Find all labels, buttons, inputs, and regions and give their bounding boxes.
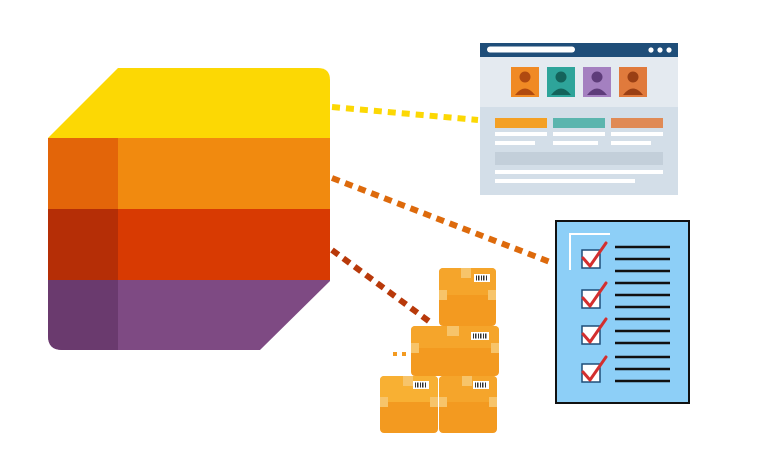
checkmark-icon [581,317,608,344]
text-line [495,170,663,174]
text-line [495,132,547,136]
checklist-item [581,355,670,383]
barcode-icon [473,381,489,389]
box [439,376,497,433]
barcode-icon [471,332,489,340]
box [439,268,496,326]
text-line [611,141,651,145]
checklist-item [581,241,670,273]
window-dot-icon [657,47,663,53]
text-line [611,132,663,136]
connector-orange [330,175,552,265]
webpage-illustration [480,43,678,195]
motion-dash [402,352,406,356]
checklist-item [581,317,670,345]
person-avatar-orange [511,67,539,97]
column-header-coral [611,118,663,128]
column-header-teal [553,118,605,128]
logo-layer-purple-side [48,280,118,350]
checkmark-icon [581,355,608,382]
motion-dash [393,352,397,356]
logo-layer-red-side [48,209,118,280]
box [380,376,438,433]
content-block [495,152,663,165]
person-avatar-teal [547,67,575,97]
checkmark-icon [581,241,608,268]
column-header-orange [495,118,547,128]
window-dot-icon [666,47,672,53]
text-line [495,179,635,183]
person-avatar-coral [619,67,647,97]
browser-address-bar [487,46,575,53]
text-line [495,141,535,145]
window-dot-icon [648,47,654,53]
box [411,326,499,376]
barcode-icon [474,274,490,282]
corner-mark [569,233,610,270]
logo-layer-yellow [48,68,330,138]
barcode-icon [413,381,429,389]
lists-logo [48,68,330,350]
person-avatar-purple [583,67,611,97]
boxes-illustration [380,268,499,433]
checklist-illustration [555,220,690,404]
logo-layer-orange-side [48,138,118,209]
text-line [553,132,605,136]
text-line [553,141,598,145]
connector-yellow [331,104,479,123]
checklist-item [581,281,670,309]
browser-header-area [480,57,678,107]
clipboard [555,220,690,404]
connector-red [330,247,432,325]
checkmark-icon [581,281,608,308]
